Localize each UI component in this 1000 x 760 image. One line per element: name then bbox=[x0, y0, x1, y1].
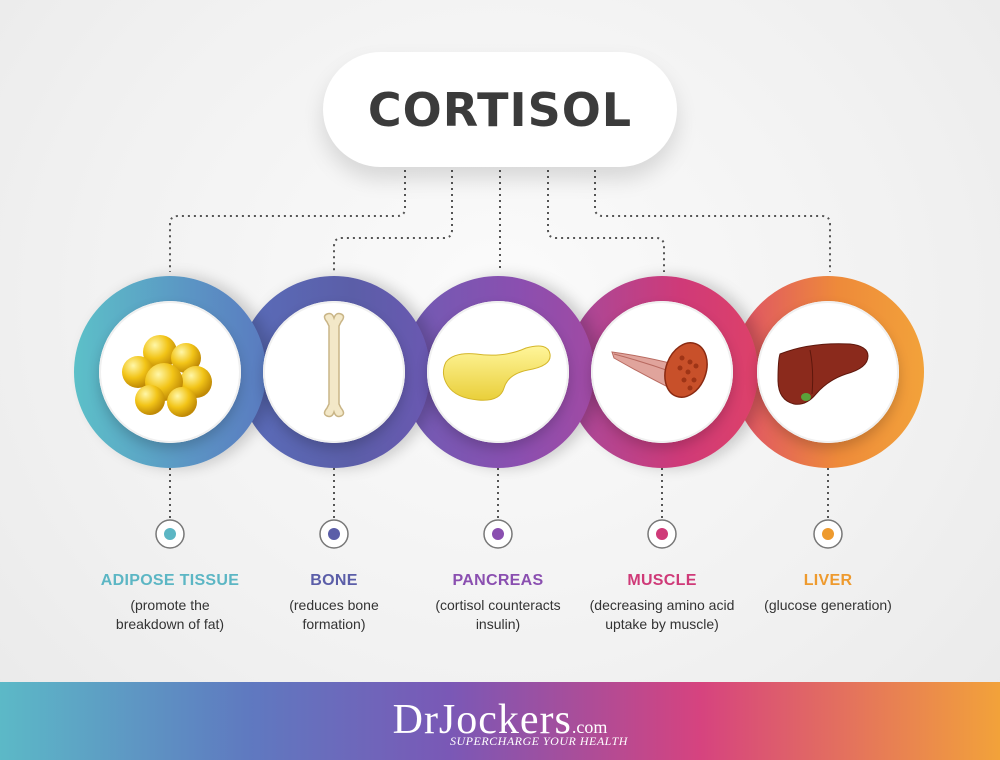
liver-icon bbox=[777, 343, 869, 405]
organ-desc: (promote the bbox=[130, 597, 210, 613]
organ-desc: (reduces bone bbox=[289, 597, 379, 613]
label-bone: BONE (reduces bone formation) bbox=[239, 572, 429, 634]
label-pancreas: PANCREAS (cortisol counteracts insulin) bbox=[403, 572, 593, 634]
label-liver: LIVER (glucose generation) bbox=[733, 572, 923, 615]
label-adipose: ADIPOSE TISSUE (promote the breakdown of… bbox=[75, 572, 265, 634]
organ-name: LIVER bbox=[803, 572, 853, 589]
brand-tagline: SUPERCHARGE YOUR HEALTH bbox=[450, 734, 628, 748]
fat-cells-icon bbox=[122, 335, 212, 417]
organ-desc: (cortisol counteracts bbox=[435, 597, 561, 613]
muscle-icon bbox=[611, 342, 708, 398]
organ-desc: uptake by muscle) bbox=[605, 616, 719, 632]
organ-desc: breakdown of fat) bbox=[115, 616, 225, 632]
footer-banner: DrJockers.com SUPERCHARGE YOUR HEALTH bbox=[0, 682, 1000, 760]
brand-name: DrJockers bbox=[392, 697, 572, 743]
brand-suffix: .com bbox=[571, 717, 608, 737]
label-muscle: MUSCLE (decreasing amino acid uptake by … bbox=[567, 572, 757, 634]
brand-logo: DrJockers.com bbox=[0, 696, 1000, 744]
pancreas-icon bbox=[442, 345, 551, 401]
organ-name: ADIPOSE TISSUE bbox=[100, 572, 240, 589]
organ-desc: (decreasing amino acid bbox=[589, 597, 735, 613]
organ-desc: insulin) bbox=[475, 616, 521, 632]
organ-name: MUSCLE bbox=[627, 572, 697, 589]
organ-name: PANCREAS bbox=[452, 572, 544, 589]
title: CORTISOL bbox=[367, 82, 633, 137]
organ-name: BONE bbox=[310, 572, 358, 589]
organ-desc: formation) bbox=[302, 616, 366, 632]
bone-icon bbox=[323, 312, 345, 418]
organ-desc: (glucose generation) bbox=[764, 597, 892, 613]
title-pill: CORTISOL bbox=[323, 52, 677, 167]
